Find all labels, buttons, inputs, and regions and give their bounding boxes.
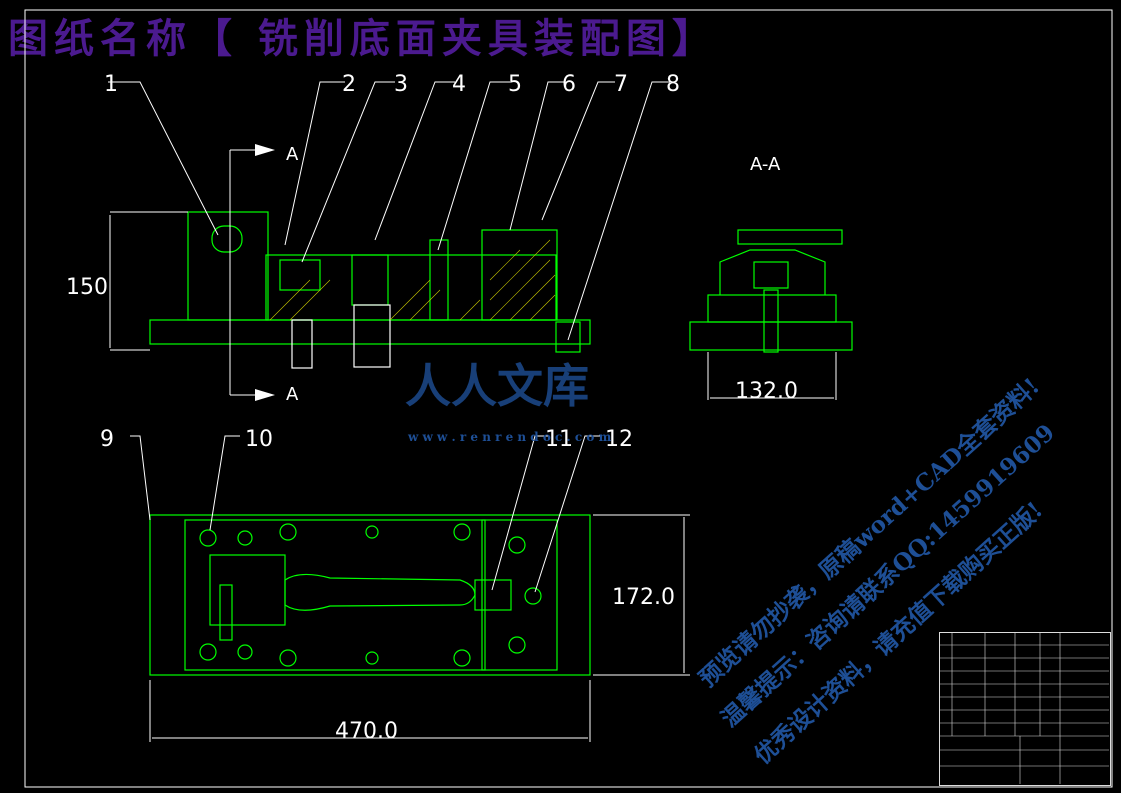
drawing-border xyxy=(24,9,1113,788)
section-line xyxy=(229,149,270,396)
dim-150 xyxy=(109,211,188,351)
plan-dims xyxy=(130,435,690,742)
section-marker-top: A xyxy=(286,144,299,165)
leaders-top xyxy=(108,81,670,341)
front-hatch xyxy=(269,239,556,321)
part-number: 8 xyxy=(666,72,680,97)
part-number: 5 xyxy=(508,72,522,97)
dim-150-text: 150 xyxy=(66,275,108,300)
part-number: 6 xyxy=(562,72,576,97)
watermark-logo: 人人文库 xyxy=(405,359,589,413)
dim-aa-text: 132.0 xyxy=(735,379,798,404)
part-number: 11 xyxy=(545,427,573,452)
part-number: 1 xyxy=(104,72,118,97)
section-aa-label: A-A xyxy=(750,154,781,175)
part-number: 7 xyxy=(614,72,628,97)
dim-plan-height-text: 172.0 xyxy=(612,585,675,610)
part-number: 2 xyxy=(342,72,356,97)
part-number: 4 xyxy=(452,72,466,97)
part-number: 9 xyxy=(100,427,114,452)
section-marker-bottom: A xyxy=(286,384,299,405)
watermark-url: w w w . r e n r e n d o c . c o m xyxy=(408,430,612,444)
part-number: 12 xyxy=(605,427,633,452)
drawing-title: 图纸名称【 铣削底面夹具装配图】 xyxy=(8,15,718,62)
part-number: 10 xyxy=(245,427,273,452)
part-number: 3 xyxy=(394,72,408,97)
title-block-grid xyxy=(939,632,1109,784)
plan-holes xyxy=(199,523,542,667)
plan-view xyxy=(149,514,591,676)
section-aa-view xyxy=(689,229,853,353)
dim-aa xyxy=(707,352,837,400)
title-block xyxy=(939,632,1111,786)
dim-length-text: 470.0 xyxy=(335,719,398,744)
front-view xyxy=(149,211,591,369)
